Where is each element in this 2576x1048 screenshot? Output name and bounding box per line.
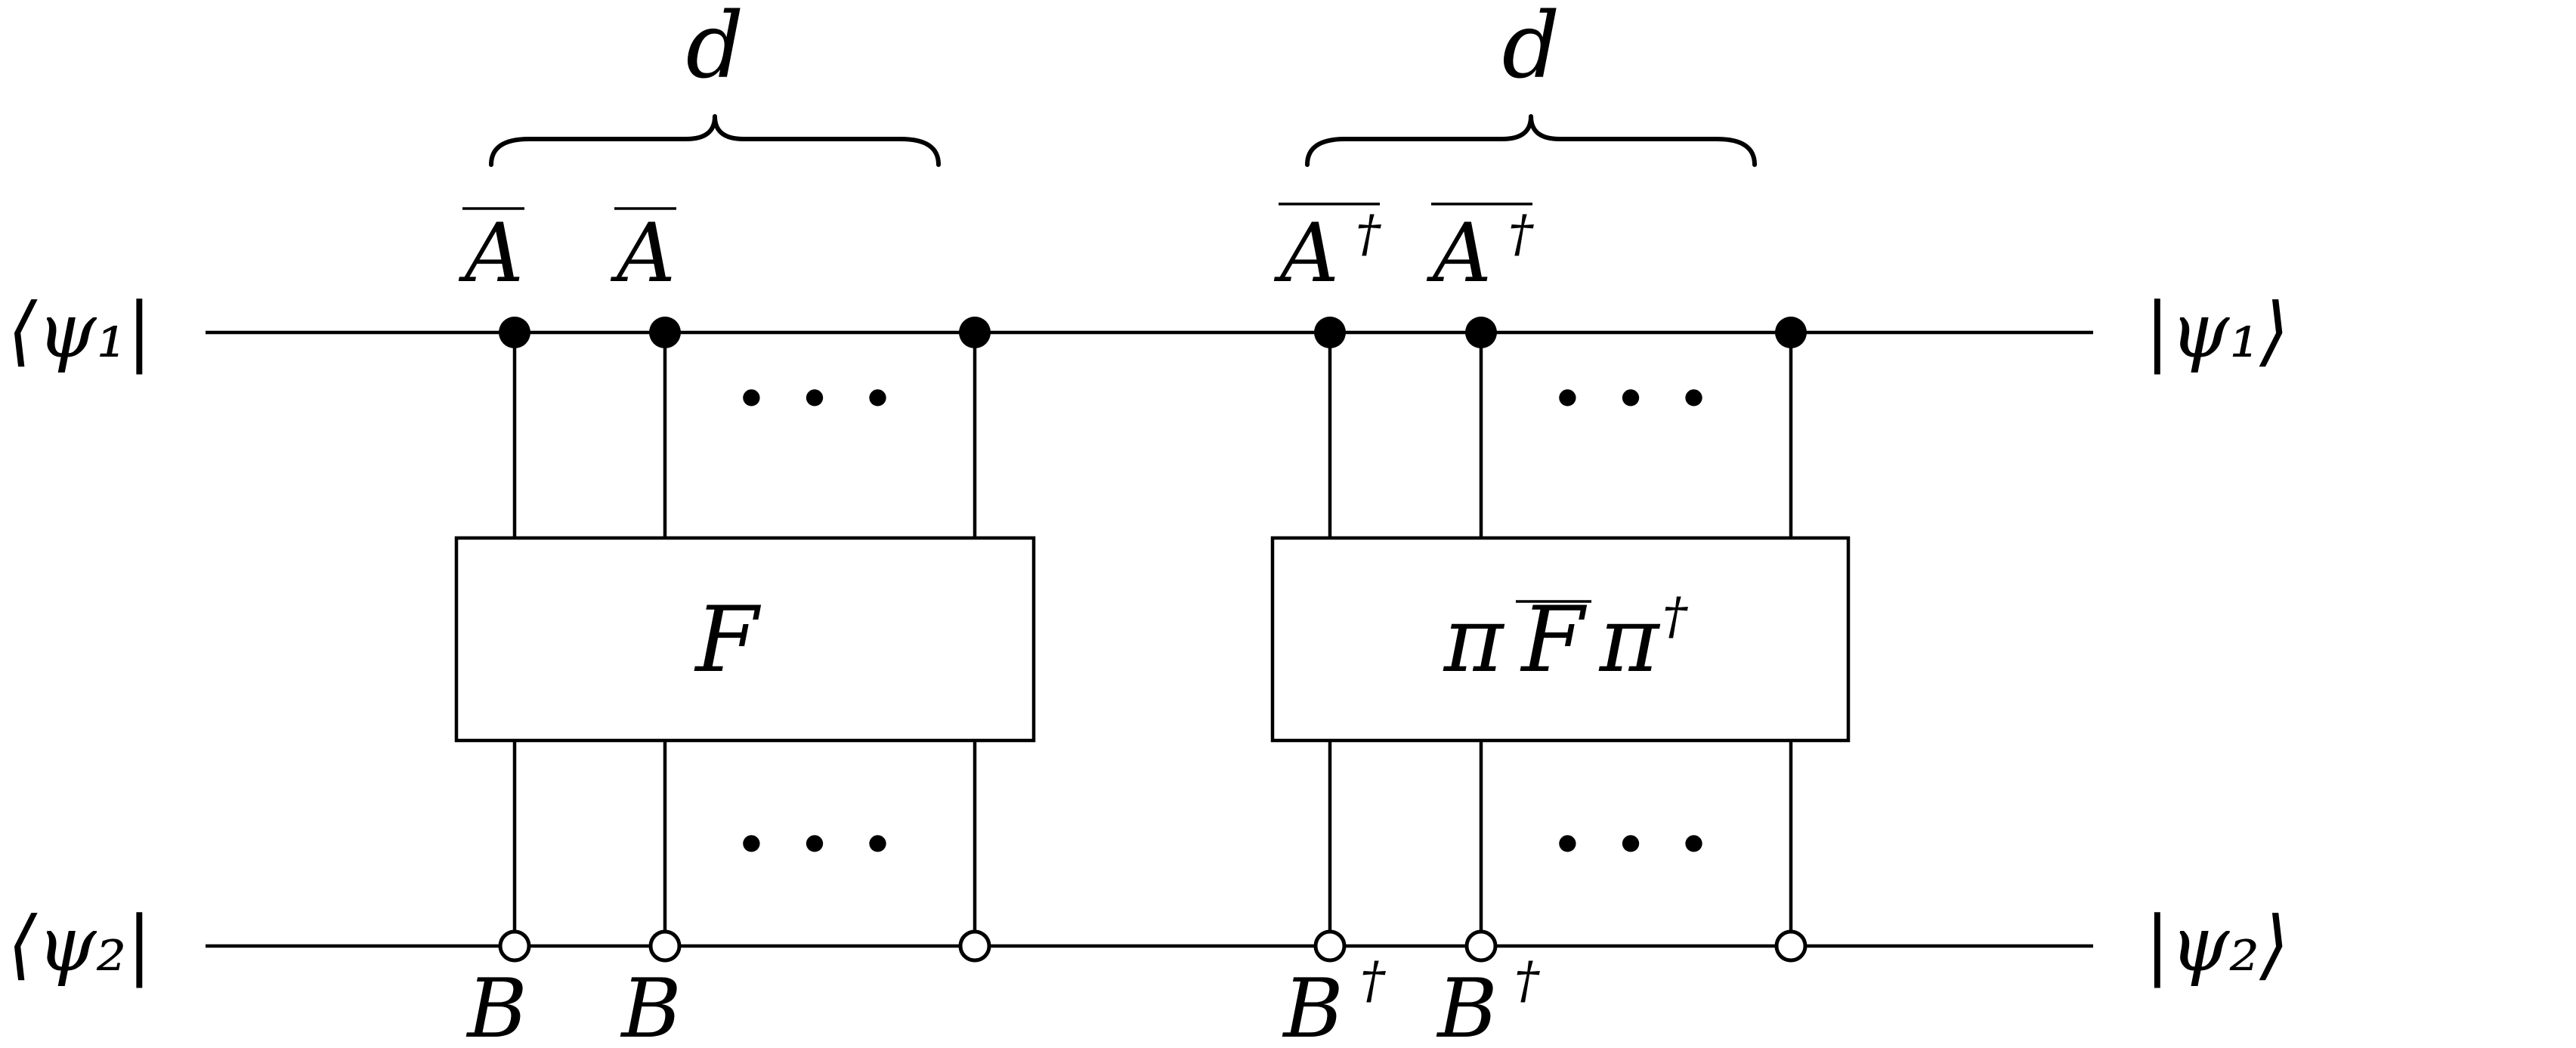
right-top-label-2-dagger: † (1508, 205, 1534, 263)
right-top-ellipsis: · · · (1552, 345, 1710, 451)
left-top-label-1: A (458, 206, 524, 301)
top-node-filled (959, 317, 991, 348)
box-F (454, 536, 1036, 743)
right-top-label-2: A (1426, 206, 1492, 301)
box-F-conj-label: F (1520, 588, 1587, 693)
right-top-label-1-dagger: † (1356, 205, 1381, 263)
left-brace-label: d (686, 0, 744, 99)
right-brace (1305, 114, 1757, 167)
right-bottom-label-2-dagger: † (1514, 951, 1540, 1009)
top-node-filled (649, 317, 681, 348)
left-bottom-ellipsis: · · · (736, 790, 894, 897)
box-pi-label-1: π (1443, 588, 1505, 693)
left-bottom-label-1: B (465, 962, 527, 1048)
bottom-node-open (1464, 929, 1498, 963)
box-pi-dagger: † (1662, 587, 1688, 645)
box-F-label: F (694, 588, 761, 693)
right-bottom-label-2: B (1436, 962, 1497, 1048)
left-brace (489, 114, 941, 167)
left-top-label-2: A (610, 206, 676, 301)
top-node-filled (1775, 317, 1807, 348)
left-top-ellipsis: · · · (736, 345, 894, 451)
ket-psi2-label: |ψ₂⟩ (2145, 900, 2289, 988)
box-piFpi (1270, 536, 1851, 743)
right-top-label-1: A (1273, 206, 1339, 301)
bottom-node-open (1313, 929, 1347, 963)
bra-psi1-label: ⟨ψ₁| (8, 286, 152, 375)
bottom-node-open (1774, 929, 1808, 963)
bottom-node-open (958, 929, 991, 963)
right-bottom-label-1: B (1282, 962, 1343, 1048)
right-bottom-label-1-dagger: † (1360, 951, 1386, 1009)
bottom-node-open (498, 929, 531, 963)
bra-psi2-label: ⟨ψ₂| (8, 900, 152, 988)
top-node-filled (499, 317, 530, 348)
top-node-filled (1465, 317, 1497, 348)
bottom-node-open (648, 929, 682, 963)
ket-psi1-label: |ψ₁⟩ (2145, 286, 2289, 375)
left-bottom-label-2: B (620, 962, 681, 1048)
right-brace-label: d (1502, 0, 1560, 99)
box-pi-label-2: π (1598, 588, 1661, 693)
right-bottom-ellipsis: · · · (1552, 790, 1710, 897)
top-node-filled (1314, 317, 1346, 348)
